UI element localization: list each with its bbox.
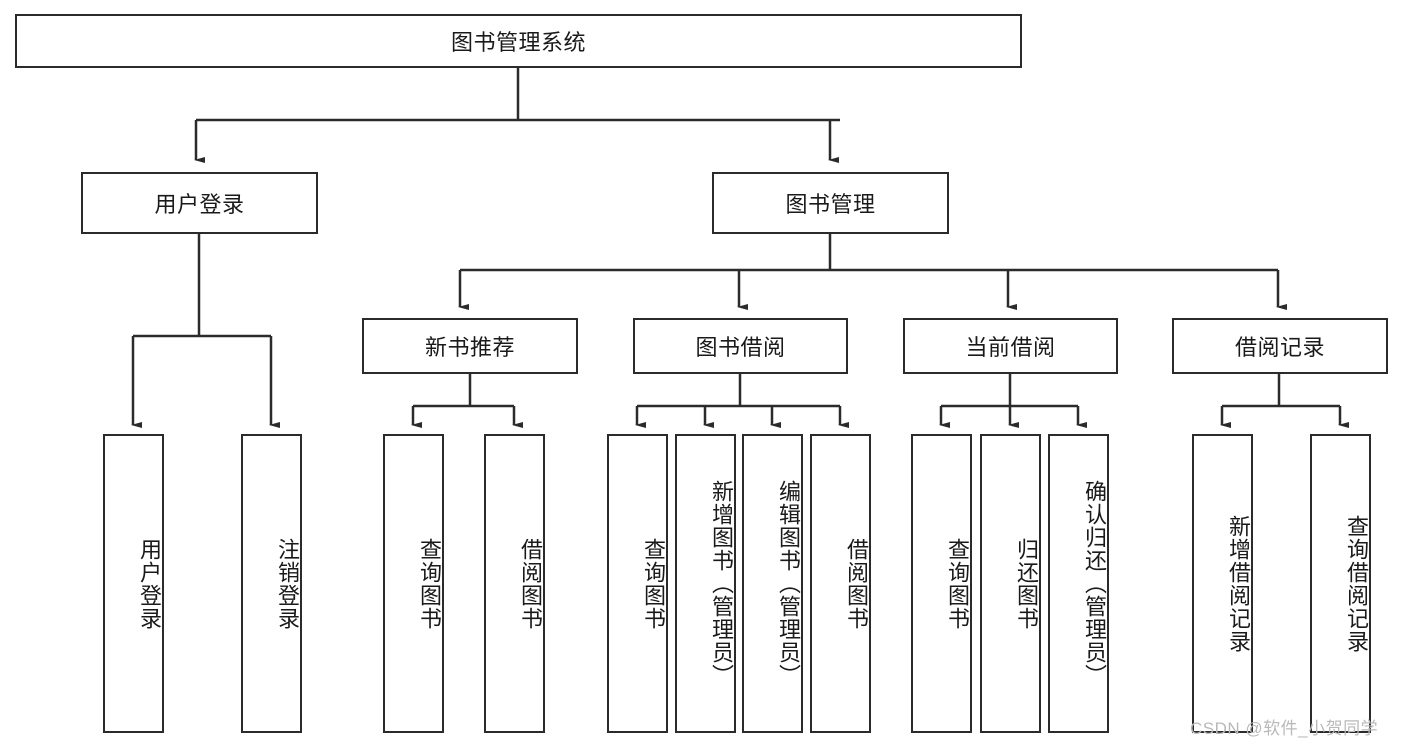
node-label: 借阅图书 [518,537,543,630]
node-label: 查询借阅记录 [1344,514,1369,653]
node-user-login[interactable]: 用户登录 [81,172,318,234]
node-label: 编辑图书（管理员） [776,480,801,687]
node-borrow-record[interactable]: 借阅记录 [1172,318,1388,374]
leaf-borrow-query-book[interactable]: 查询图书 [607,434,668,733]
leaf-record-query[interactable]: 查询借阅记录 [1310,434,1371,733]
leaf-record-add[interactable]: 新增借阅记录 [1192,434,1253,733]
node-book-management[interactable]: 图书管理 [712,172,949,234]
leaf-borrow-edit-book[interactable]: 编辑图书（管理员） [742,434,803,733]
node-book-borrow[interactable]: 图书借阅 [633,318,848,374]
node-label: 当前借阅 [965,335,1056,360]
node-label: 图书管理系统 [450,30,586,55]
node-label: 确认归还（管理员） [1082,480,1107,687]
node-label: 新书推荐 [424,335,515,360]
node-label: 借阅记录 [1234,335,1325,360]
watermark-text: CSDN @软件_小贺同学 [1190,719,1379,738]
leaf-borrow-borrow-book[interactable]: 借阅图书 [810,434,871,733]
node-label: 新增图书（管理员） [709,480,734,687]
node-label: 用户登录 [137,537,162,630]
node-label: 图书管理 [785,192,876,217]
leaf-user-login-signin[interactable]: 用户登录 [103,434,164,733]
leaf-borrow-add-book[interactable]: 新增图书（管理员） [675,434,736,733]
leaf-current-confirm-return[interactable]: 确认归还（管理员） [1048,434,1109,733]
node-label: 归还图书 [1014,537,1039,630]
leaf-new-book-borrow[interactable]: 借阅图书 [484,434,545,733]
leaf-current-return-book[interactable]: 归还图书 [980,434,1041,733]
node-label: 查询图书 [641,537,666,630]
node-label: 查询图书 [417,537,442,630]
leaf-current-query-book[interactable]: 查询图书 [911,434,972,733]
node-new-book-recommend[interactable]: 新书推荐 [362,318,578,374]
node-root-system[interactable]: 图书管理系统 [15,14,1022,68]
node-label: 新增借阅记录 [1226,514,1251,653]
node-label: 注销登录 [275,537,300,630]
leaf-user-login-signout[interactable]: 注销登录 [241,434,302,733]
leaf-new-book-query[interactable]: 查询图书 [383,434,444,733]
node-label: 查询图书 [945,537,970,630]
node-current-borrow[interactable]: 当前借阅 [903,318,1118,374]
node-label: 借阅图书 [844,537,869,630]
node-label: 图书借阅 [695,335,786,360]
node-label: 用户登录 [154,192,245,217]
